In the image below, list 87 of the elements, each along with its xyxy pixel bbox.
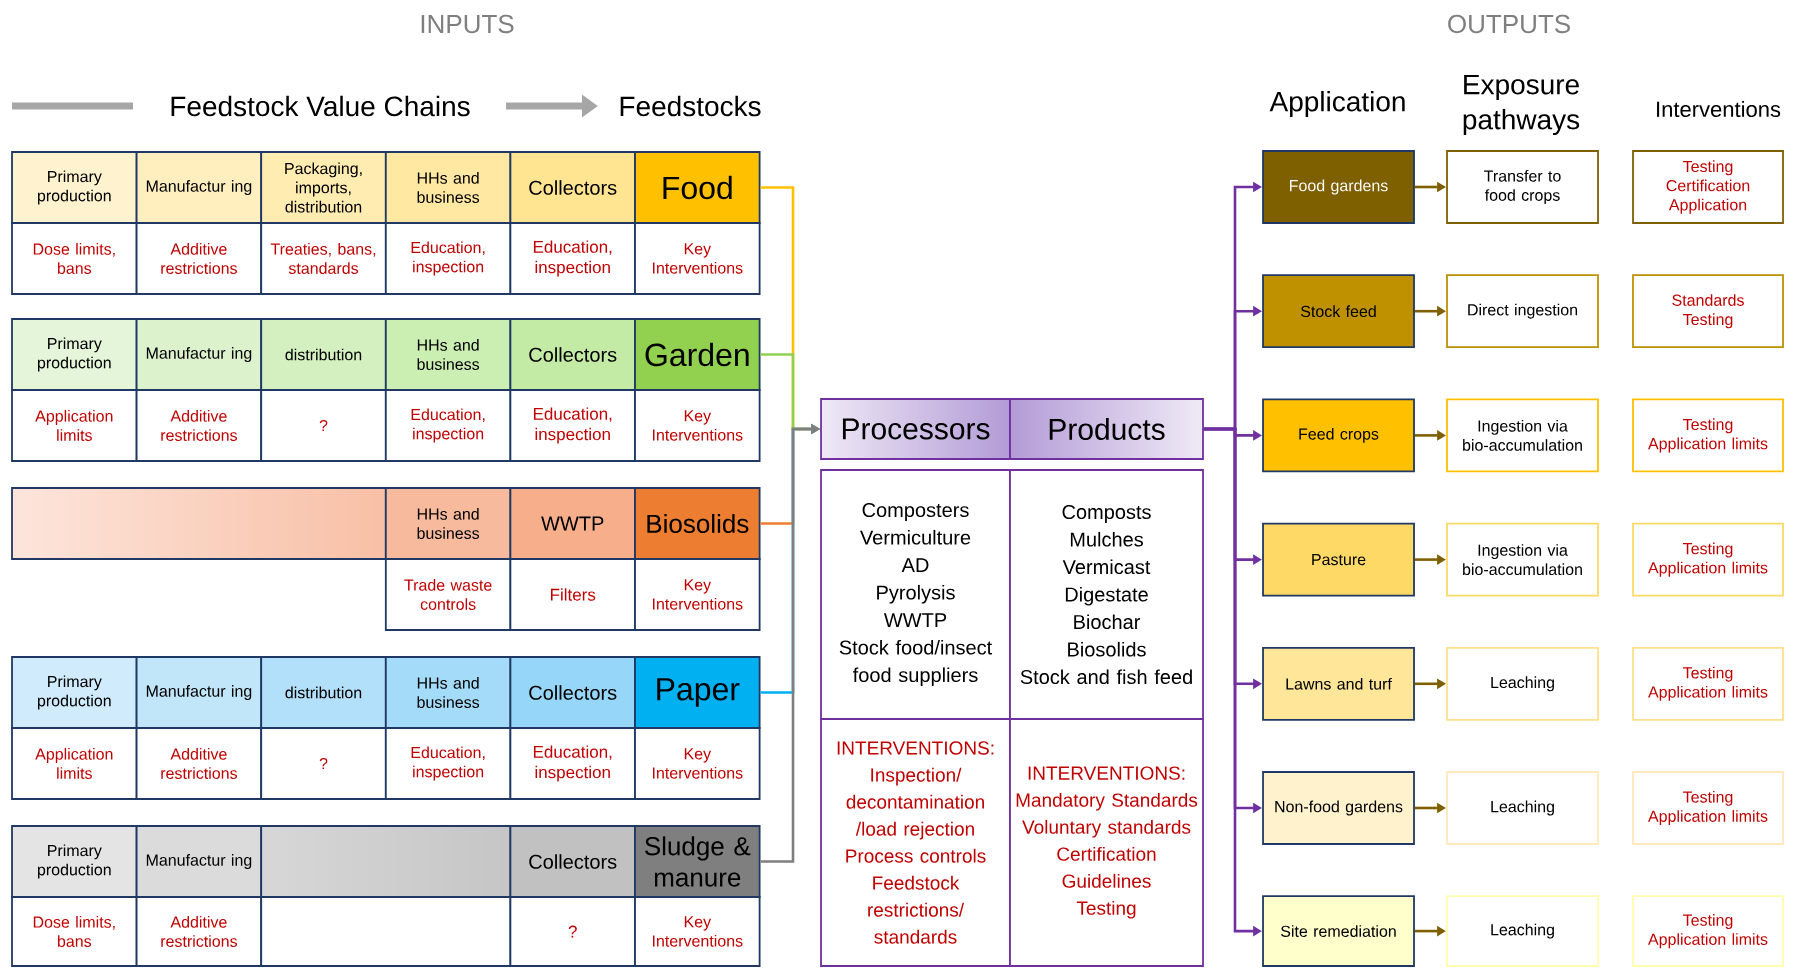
table-cell: Additive restrictions [135, 222, 263, 295]
application-box: Non-food gardens [1262, 771, 1415, 845]
pathway-box: Ingestion via bio-accumulation [1446, 398, 1599, 473]
column-heading: Feedstock Value Chains [171, 95, 470, 117]
table-cell: Manufactur ing [135, 825, 263, 898]
table-cell: distribution [260, 318, 387, 391]
intervention-box: Standards Testing [1632, 274, 1784, 349]
table-cell: HHs and business [384, 487, 512, 560]
pathway-box: Leaching [1446, 646, 1599, 721]
application-box: Feed crops [1262, 398, 1415, 473]
pathway-box: Leaching [1446, 895, 1599, 967]
header-box: Products [1009, 398, 1204, 460]
table-cell: Additive restrictions [135, 389, 263, 462]
list-box: Composters Vermiculture AD Pyrolysis WWTP Stock food/insect food suppliers [820, 469, 1011, 720]
intervention-box: Testing Application limits [1632, 771, 1784, 845]
table-cell: Primary production [11, 825, 138, 898]
table-cell: Education, inspection [384, 222, 512, 295]
list-box: INTERVENTIONS: Inspection/ decontamination /load rejection Process controls Feedstock restrictions/ standards [820, 718, 1011, 967]
intervention-box: Testing Application limits [1632, 398, 1784, 473]
table-cell: Education, inspection [509, 727, 636, 800]
table-cell: Dose limits, bans [11, 896, 138, 967]
table-cell: Key Interventions [634, 222, 761, 295]
column-heading: Feedstocks [620, 95, 761, 117]
table-cell: HHs and business [384, 656, 512, 729]
pathway-box: Direct ingestion [1446, 274, 1599, 349]
pathway-box: Ingestion via bio-accumulation [1446, 522, 1599, 597]
table-cell: ? [260, 389, 387, 462]
table-cell: Packaging, imports, distribution [260, 151, 387, 224]
section-heading: OUTPUTS [1448, 14, 1570, 34]
column-heading: Application [1269, 90, 1405, 118]
table-cell: ? [509, 896, 636, 967]
table-cell: Dose limits, bans [11, 222, 138, 295]
table-cell: Manufactur ing [135, 318, 263, 391]
application-box: Stock feed [1262, 274, 1415, 349]
intervention-box: Testing Application limits [1632, 895, 1784, 967]
table-cell [260, 825, 512, 898]
table-cell: Collectors [509, 656, 636, 729]
table-cell: Trade waste controls [384, 558, 512, 631]
table-cell: Filters [509, 558, 636, 631]
application-box: Lawns and turf [1262, 646, 1415, 721]
table-cell: Application limits [11, 727, 138, 800]
feedstock-box: Food [634, 151, 761, 224]
table-cell: Manufactur ing [135, 151, 263, 224]
application-box: Pasture [1262, 522, 1415, 597]
table-cell: Treaties, bans, standards [260, 222, 387, 295]
table-cell: WWTP [509, 487, 636, 560]
application-box: Food gardens [1262, 150, 1415, 224]
table-cell: Primary production [11, 656, 138, 729]
table-cell: Education, inspection [384, 727, 512, 800]
table-cell: Manufactur ing [135, 656, 263, 729]
table-cell: Collectors [509, 151, 636, 224]
pathway-box: Leaching [1446, 771, 1599, 845]
section-heading: INPUTS [421, 14, 514, 34]
intervention-box: Testing Certification Application [1632, 150, 1784, 224]
intervention-box: Testing Application limits [1632, 646, 1784, 721]
pathway-box: Transfer to food crops [1446, 150, 1599, 224]
table-cell: Key Interventions [634, 389, 761, 462]
feedstock-box: Garden [634, 318, 761, 391]
table-cell: ? [260, 727, 387, 800]
feedstock-box: Sludge & manure [634, 825, 761, 898]
list-box: Composts Mulches Vermicast Digestate Biochar Biosolids Stock and fish feed [1009, 469, 1204, 720]
feedstock-box: Paper [634, 656, 761, 729]
column-heading: Interventions [1657, 100, 1781, 118]
table-cell: Primary production [11, 151, 138, 224]
header-box: Processors [820, 398, 1011, 460]
list-box: INTERVENTIONS: Mandatory Standards Voluntary standards Certification Guidelines Testing [1009, 718, 1204, 967]
table-cell: distribution [260, 656, 387, 729]
table-cell: Key Interventions [634, 558, 761, 631]
table-cell [260, 896, 512, 967]
table-cell: Key Interventions [634, 727, 761, 800]
table-cell: Collectors [509, 825, 636, 898]
feedstock-box: Biosolids [634, 487, 761, 560]
table-cell: Education, inspection [509, 222, 636, 295]
table-cell: Additive restrictions [135, 727, 263, 800]
table-cell: Education, inspection [509, 389, 636, 462]
application-box: Site remediation [1262, 895, 1415, 967]
table-cell [11, 487, 387, 560]
table-cell: Education, inspection [384, 389, 512, 462]
table-cell: HHs and business [384, 151, 512, 224]
intervention-box: Testing Application limits [1632, 522, 1784, 597]
table-cell: Collectors [509, 318, 636, 391]
table-cell: Key Interventions [634, 896, 761, 967]
table-cell: Primary production [11, 318, 138, 391]
table-cell: Additive restrictions [135, 896, 263, 967]
column-heading: Exposure pathways [1463, 74, 1580, 136]
table-cell: Application limits [11, 389, 138, 462]
table-cell: HHs and business [384, 318, 512, 391]
